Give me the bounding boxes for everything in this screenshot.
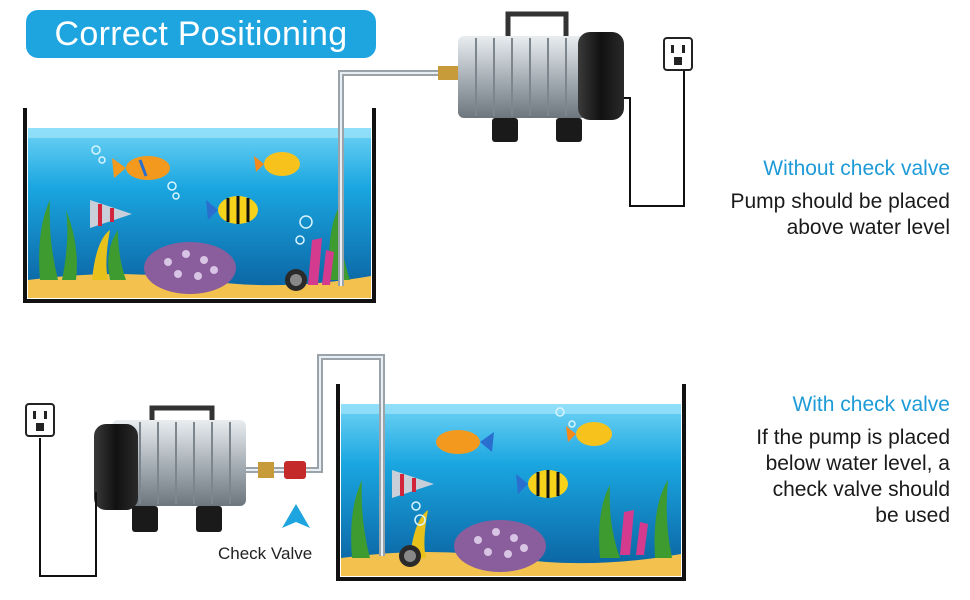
- bottom-line-2: below water level, a: [765, 452, 950, 475]
- arrow-up-icon: [282, 504, 310, 528]
- fish-8: [392, 470, 434, 498]
- top-outlet-icon: [663, 37, 693, 71]
- bottom-line-1: If the pump is placed: [756, 426, 950, 449]
- fish-3: [206, 196, 258, 224]
- top-line-2: above water level: [786, 216, 950, 239]
- page-title: Correct Positioning: [54, 15, 348, 53]
- top-aquarium: [23, 108, 376, 303]
- bottom-pump: [94, 405, 246, 532]
- top-pump: [458, 11, 624, 142]
- title-badge: Correct Positioning: [26, 10, 376, 58]
- fish-2: [254, 152, 300, 176]
- bottom-line-3: check valve should: [772, 478, 950, 501]
- check-valve-part: [258, 461, 306, 479]
- fish-4: [90, 200, 132, 228]
- top-heading: Without check valve: [763, 157, 950, 180]
- bottom-line-4: be used: [875, 504, 950, 527]
- bottom-heading: With check valve: [792, 393, 950, 416]
- bottom-aquarium: [336, 384, 686, 581]
- top-panel-text: Without check valve Pump should be place…: [731, 157, 951, 241]
- top-fitting: [438, 66, 458, 80]
- fish-7: [516, 470, 568, 498]
- top-line-1: Pump should be placed: [730, 190, 951, 213]
- bottom-outlet-icon: [25, 403, 55, 437]
- fish-6: [566, 422, 612, 446]
- fish-1: [112, 156, 170, 180]
- check-valve-label: Check Valve: [218, 544, 313, 563]
- bottom-panel-text: With check valve If the pump is placed b…: [756, 393, 950, 529]
- fish-5: [436, 430, 494, 454]
